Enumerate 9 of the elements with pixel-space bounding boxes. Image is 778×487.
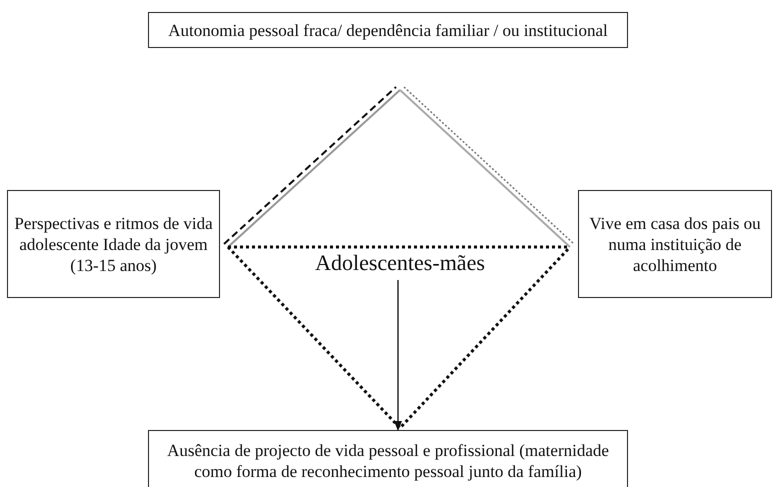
text-box [148, 430, 628, 487]
text-box [578, 190, 772, 298]
box-text: Ausência de projecto de vida pessoal e profissional (maternidade como forma de reconhecimento pessoal junto da família) [166, 440, 610, 482]
box-text: Perspectivas e ritmos de vida adolescente Idade da jovem (13-15 anos) [14, 212, 213, 276]
box-text: Vive em casa dos pais ou numa instituição de acolhimento [588, 212, 762, 276]
text-box [148, 12, 628, 48]
box-text: Autonomia pessoal fraca/ dependência familiar / ou institucional [168, 20, 608, 40]
text-box [7, 190, 220, 298]
arrow [394, 280, 402, 431]
